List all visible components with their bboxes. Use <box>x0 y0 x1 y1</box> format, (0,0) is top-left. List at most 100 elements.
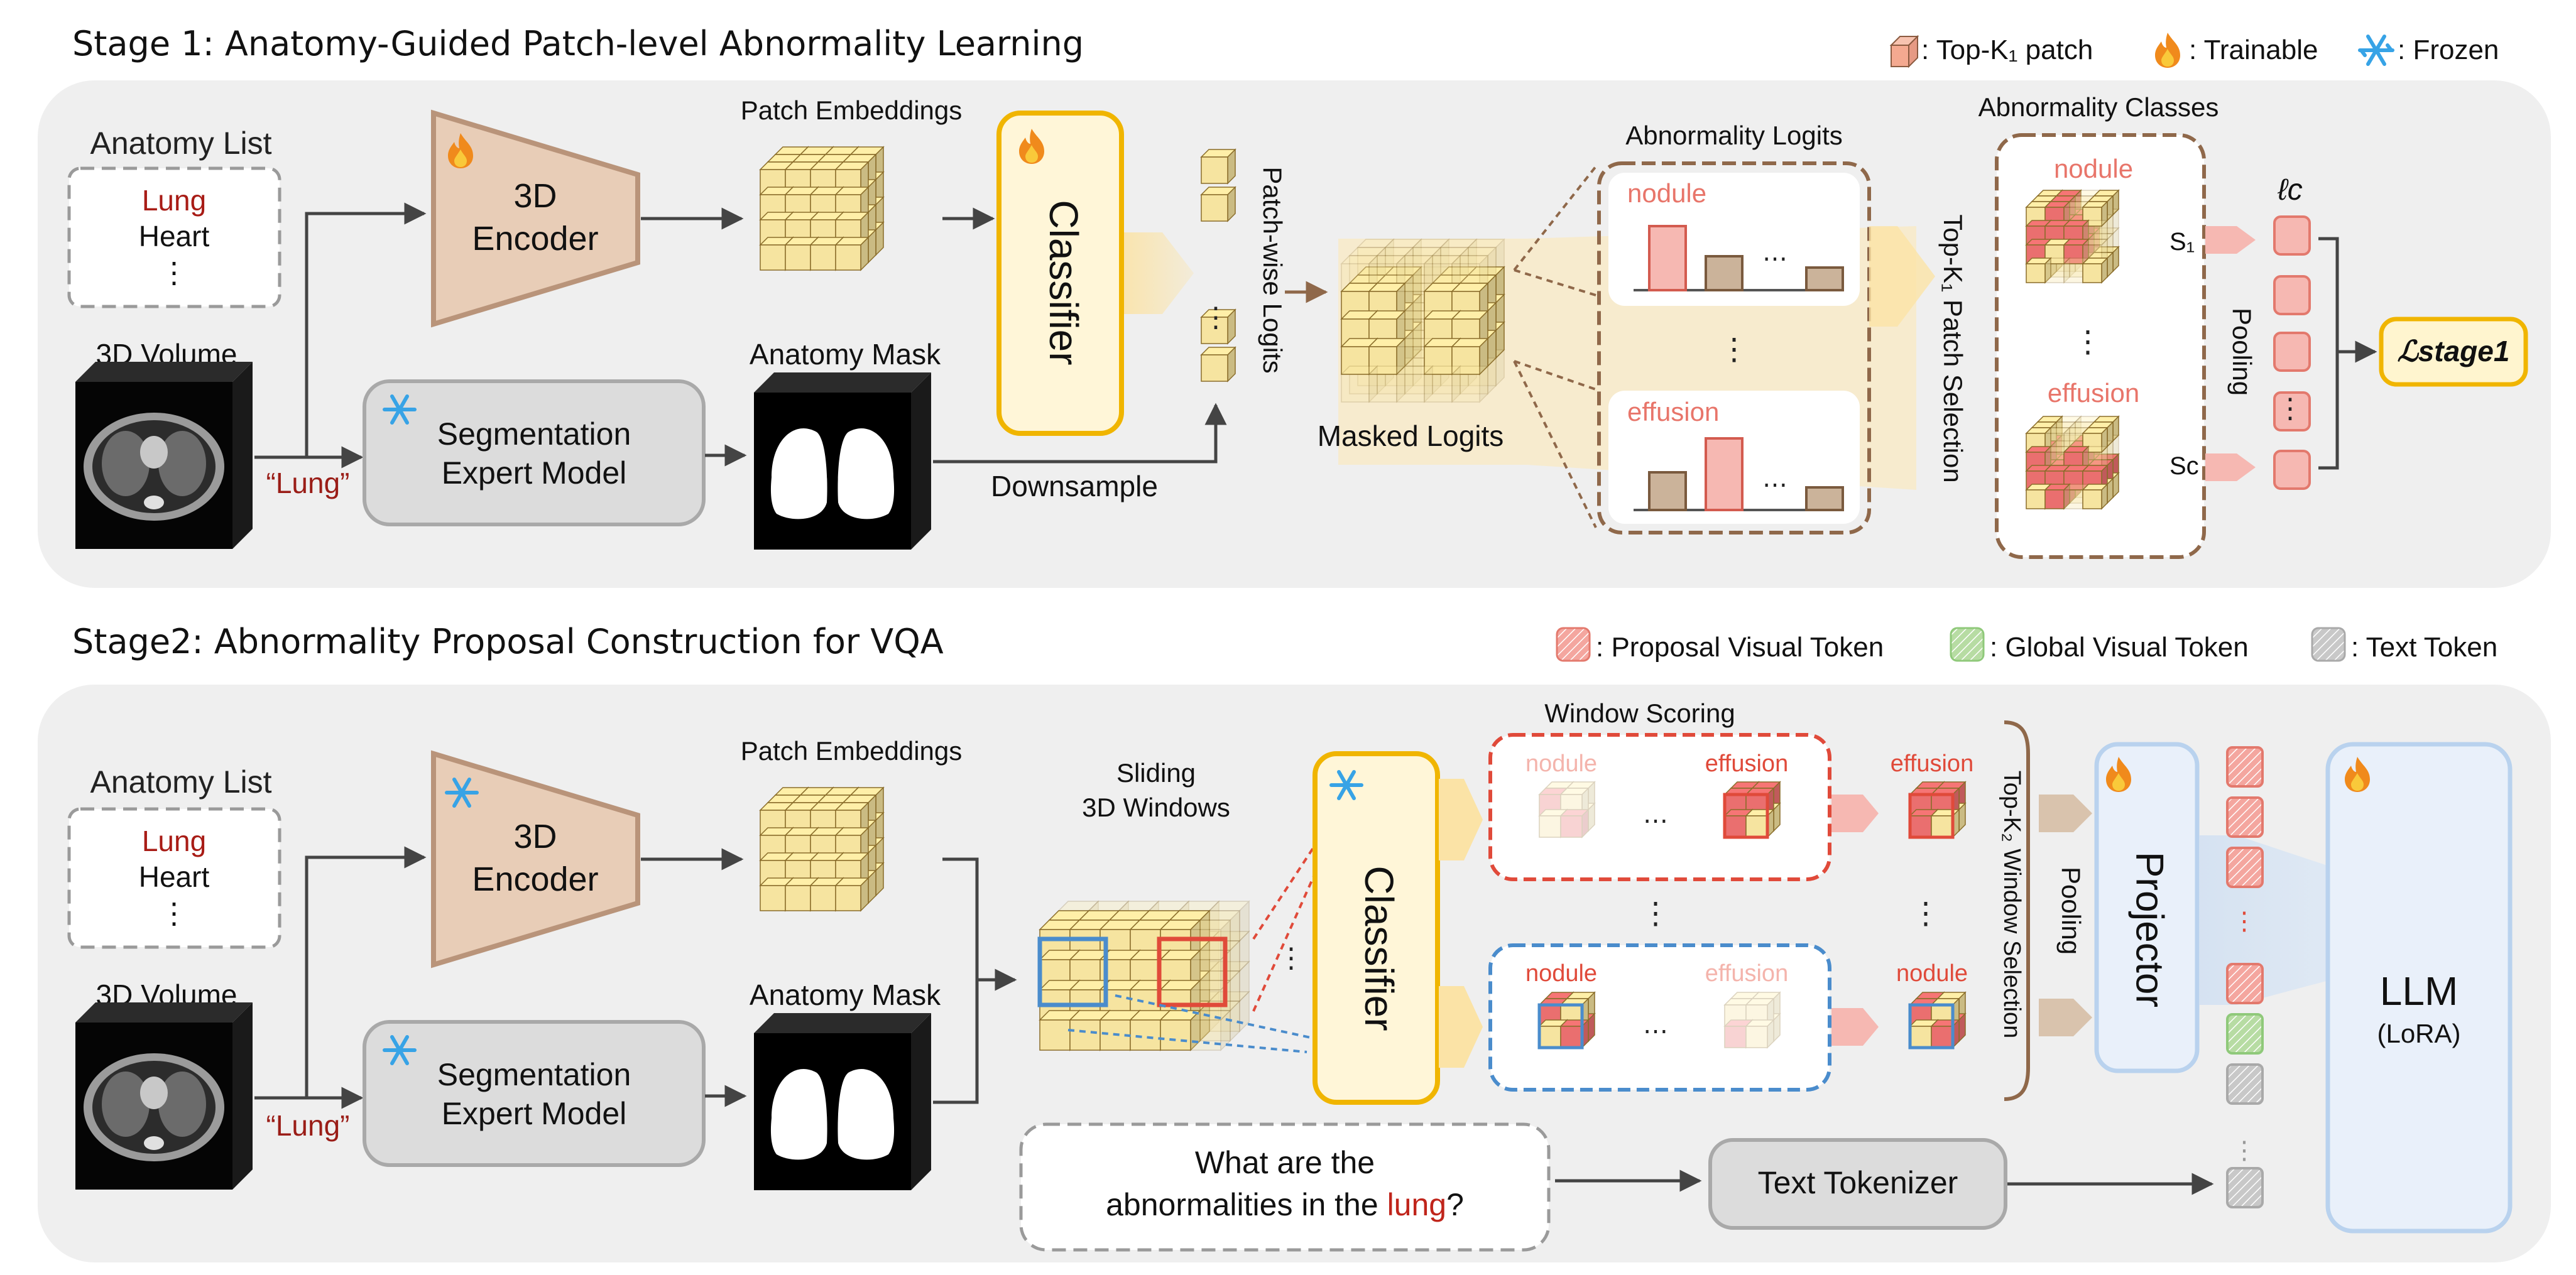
stage1-title: Stage 1: Anatomy-Guided Patch-level Abno… <box>72 24 1084 63</box>
selected-bottom-label: nodule <box>1896 960 1968 987</box>
stage1-pooling-label: Pooling <box>2227 308 2257 396</box>
arrow-volume-to-encoder <box>254 846 427 1100</box>
window-frame <box>1908 793 1955 839</box>
voxel <box>1368 365 1406 403</box>
window-vdots: ⋮ <box>1640 897 1671 930</box>
proposal-token-legend-label: : Proposal Visual Token <box>1596 632 1884 663</box>
voxel <box>1751 1012 1781 1043</box>
window-mini-cube <box>1538 781 1596 838</box>
logit-voxel <box>1200 148 1236 185</box>
logit-bar <box>1648 225 1687 291</box>
topk-patch-legend-icon <box>1889 35 1919 68</box>
class-vdots: ⋮ <box>2073 325 2103 359</box>
anatomy-mask-image <box>754 1013 931 1190</box>
seg-model-label-2: Expert Model <box>442 455 627 491</box>
legend-stage1: : Top-K₁ patch : Trainable : Frozen <box>1889 33 2499 68</box>
proposal-token-legend-icon <box>1556 627 1591 662</box>
pink-arrow <box>1831 795 1879 832</box>
flame-icon <box>2345 757 2370 792</box>
pooled-token <box>2273 450 2311 490</box>
encoder-shape <box>431 750 640 968</box>
snowflake-icon <box>383 394 417 425</box>
voxel <box>2049 421 2077 448</box>
voxel <box>1395 254 1434 293</box>
patch-embeddings-cube <box>759 786 885 912</box>
anatomy-item-lung: Lung <box>142 184 206 217</box>
dashed-link-red <box>1252 837 1321 940</box>
patch-embeddings-cube <box>759 146 885 271</box>
anatomy-item-more: ⋮ <box>160 256 188 289</box>
voxel <box>1451 365 1489 403</box>
brown-arrow <box>2039 795 2092 832</box>
voxel <box>834 877 870 912</box>
logits-dots: ⋯ <box>1762 245 1787 273</box>
window-score-box-bottom <box>1488 943 1831 1092</box>
anatomy-mask-label: Anatomy Mask <box>750 338 941 371</box>
llm-box <box>2325 742 2513 1234</box>
stage2-pooling-label: Pooling <box>2056 867 2086 955</box>
window-top-right-label: effusion <box>1705 751 1788 777</box>
voxel <box>834 236 870 271</box>
query-lung-label: “Lung” <box>266 467 350 499</box>
legend-stage2: : Proposal Visual Token : Global Visual … <box>1556 627 2497 663</box>
class-score-s1: S₁ <box>2169 228 2195 256</box>
classifier-label: Classifier <box>1356 865 1402 1031</box>
voxel <box>1730 1012 1760 1043</box>
brown-arrow <box>2039 999 2092 1036</box>
logit-bar <box>1805 266 1844 291</box>
visual-token <box>2226 1167 2264 1208</box>
beam-bottom <box>1439 986 1483 1068</box>
voxel <box>1356 238 1395 276</box>
window-frame <box>1537 1003 1584 1050</box>
pink-arrow <box>1831 1008 1879 1046</box>
question-line2-prefix: abnormalities in the <box>1106 1187 1387 1222</box>
class-score-sc: Sᴄ <box>2169 452 2199 480</box>
question-highlight: lung <box>1387 1187 1447 1222</box>
text-tokenizer-box <box>1708 1138 2007 1230</box>
voxel <box>2082 483 2109 510</box>
window-bottom-right-label: effusion <box>1705 960 1788 987</box>
voxel <box>1730 991 1760 1021</box>
voxel <box>1751 991 1781 1021</box>
class-nodule-label: nodule <box>2054 154 2133 183</box>
window-frame <box>1723 793 1769 839</box>
anatomy-mask-label: Anatomy Mask <box>750 979 941 1011</box>
visual-token <box>2226 1013 2264 1055</box>
seg-model-box <box>363 1020 706 1167</box>
window-mini-cube <box>1537 991 1596 1050</box>
voxel <box>1208 900 1250 942</box>
logit-bar <box>1705 437 1744 511</box>
selection-bracket <box>2004 720 2030 1101</box>
sliding-windows-label-2: 3D Windows <box>1082 793 1230 822</box>
anatomy-item-more: ⋮ <box>160 897 188 930</box>
text-token-legend-icon <box>2311 627 2346 662</box>
pooled-logit-tokens <box>2273 215 2311 490</box>
loss-label: ℒstage1 <box>2398 335 2510 367</box>
voxel <box>1723 1019 1754 1049</box>
encoder-label-1: 3D <box>513 818 557 855</box>
flame-icon <box>2155 33 2180 68</box>
question-line2: abnormalities in the lung? <box>1106 1187 1464 1222</box>
token-vdots: ⋮ <box>2232 908 2257 935</box>
window-bottom-left-label: nodule <box>1525 960 1597 987</box>
flame-icon <box>448 133 473 168</box>
snowflake-icon <box>1329 770 1363 800</box>
anatomy-list-title: Anatomy List <box>90 126 271 161</box>
pooled-token <box>2273 332 2311 372</box>
pooled-token <box>2273 391 2311 431</box>
topk-patch-legend-label: : Top-K₁ patch <box>1921 35 2093 65</box>
class-effusion-label: effusion <box>2048 378 2139 408</box>
voxel <box>2063 483 2090 510</box>
voxel <box>1559 808 1590 838</box>
ct-volume-image <box>75 1002 253 1190</box>
classifier-box <box>1313 751 1440 1105</box>
token-beam <box>2199 835 2331 1005</box>
voxel <box>1404 246 1442 285</box>
voxel <box>1159 1009 1201 1051</box>
dashed-link <box>1513 361 1597 528</box>
dashed-link <box>1514 269 1596 296</box>
sliding-windows-cube <box>1037 900 1250 1051</box>
logit-symbol: ℓc <box>2277 173 2303 207</box>
llm-sublabel: (LoRA) <box>2377 1019 2460 1048</box>
